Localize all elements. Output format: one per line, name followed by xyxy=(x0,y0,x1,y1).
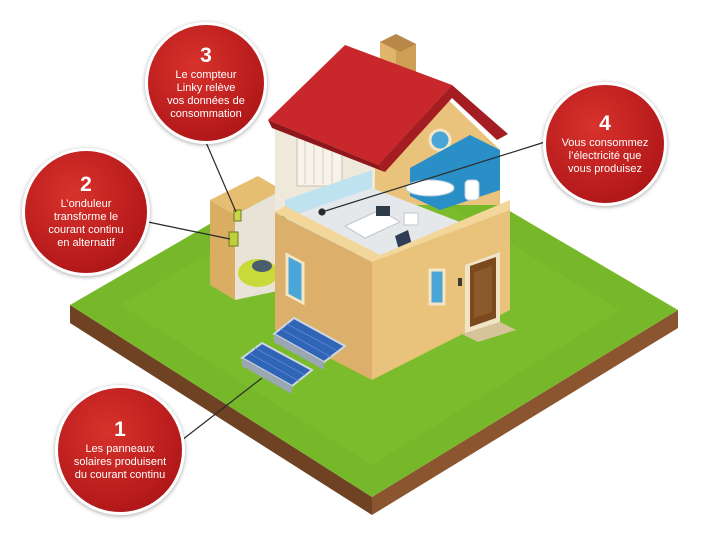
solar-panel-1-legs xyxy=(242,358,292,394)
cabinet xyxy=(403,212,419,226)
front-window xyxy=(428,268,446,306)
inverter-box xyxy=(228,231,239,247)
linky-meter xyxy=(233,209,242,222)
roof-front-edge xyxy=(378,85,508,172)
garage-front-wall xyxy=(210,200,235,300)
garage xyxy=(210,176,282,300)
wall-top-edge-right xyxy=(372,200,510,262)
doorstep xyxy=(462,322,516,342)
callout-solar-panels: 1 Les panneaux solaires produisent du co… xyxy=(55,385,185,515)
solar-panels xyxy=(240,316,347,394)
toilet xyxy=(464,179,480,201)
left-wall-window xyxy=(285,252,305,306)
callout-number: 1 xyxy=(114,417,126,441)
callout-inverter: 2 L’onduleur transforme le courant conti… xyxy=(22,148,150,276)
callout-text: L’onduleur transforme le courant continu… xyxy=(48,198,124,249)
callout-text: Le compteur Linky relève vos données de … xyxy=(167,69,245,120)
solar-panel-2-legs xyxy=(274,334,324,370)
connector-3 xyxy=(204,139,237,213)
car-window xyxy=(252,260,272,272)
desk xyxy=(343,209,402,239)
wall-lamp xyxy=(458,278,462,286)
garage-roof-top xyxy=(210,176,282,215)
bathtub xyxy=(405,179,455,197)
wall-top-edge-left xyxy=(275,206,380,262)
connector-lines xyxy=(147,139,546,441)
callout-number: 4 xyxy=(599,111,611,135)
callout-text: Les panneaux solaires produisent du cour… xyxy=(73,442,167,481)
monitor xyxy=(376,206,390,216)
connector-4 xyxy=(321,141,546,213)
connector-4-dot xyxy=(318,208,326,216)
callout-text: Vous consommez l’électricité que vous pr… xyxy=(561,136,649,175)
chimney-top xyxy=(380,34,416,52)
callout-linky-meter: 3 Le compteur Linky relève vos données d… xyxy=(145,22,267,144)
roof-left xyxy=(268,45,452,165)
roof-left-edge xyxy=(268,120,385,172)
soil-front-right xyxy=(372,310,678,515)
callout-number: 3 xyxy=(200,44,212,67)
office-back-wall-left xyxy=(285,170,372,218)
callout-number: 2 xyxy=(80,173,92,196)
connector-1 xyxy=(181,377,263,441)
door-panel xyxy=(474,266,492,318)
solar-panel-2 xyxy=(272,316,347,364)
callout-consumption: 4 Vous consommez l’électricité que vous … xyxy=(543,82,667,206)
house xyxy=(268,34,516,380)
connector-2 xyxy=(147,221,231,240)
round-window xyxy=(428,128,452,152)
